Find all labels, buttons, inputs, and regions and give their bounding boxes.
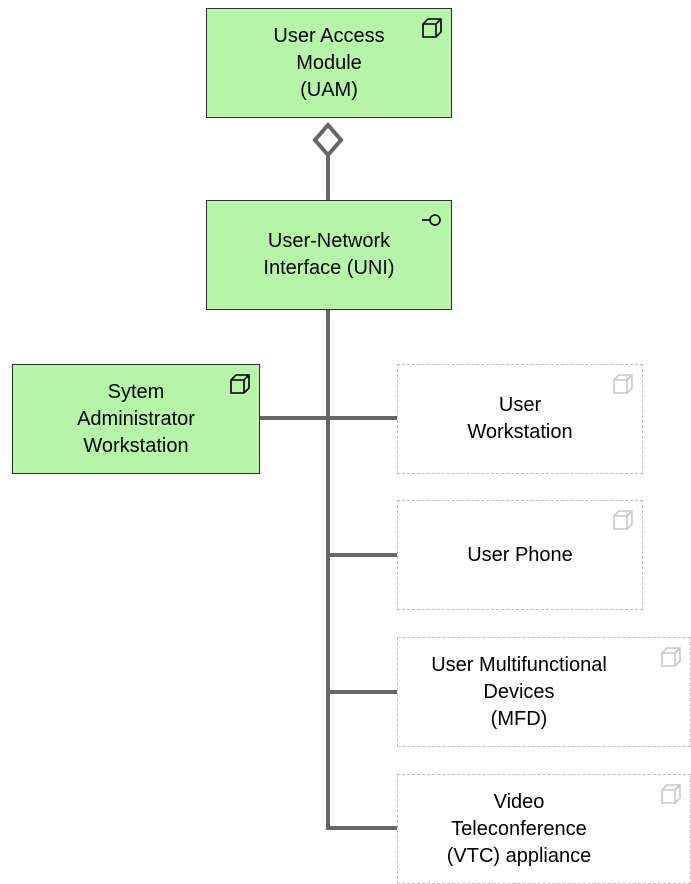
node-label: Video Teleconference (VTC) appliance <box>446 790 592 867</box>
node-uni[interactable]: User-Network Interface (UNI) <box>206 200 452 310</box>
node-label: User Access Module (UAM) <box>273 24 385 101</box>
node-uam[interactable]: User Access Module (UAM) <box>206 8 452 118</box>
node-label: User Phone <box>467 543 573 566</box>
node-user-workstation[interactable]: User Workstation <box>397 364 643 474</box>
node-label: User Workstation <box>467 394 573 443</box>
node-user-mfd[interactable]: User Multifunctional Devices (MFD) <box>397 637 691 747</box>
node-vtc[interactable]: Video Teleconference (VTC) appliance <box>397 774 691 884</box>
application-component-icon <box>421 17 443 39</box>
application-component-icon <box>660 783 682 805</box>
node-user-phone[interactable]: User Phone <box>397 500 643 610</box>
application-component-icon <box>612 509 634 531</box>
node-label: User-Network Interface (UNI) <box>263 230 395 279</box>
application-component-icon <box>612 373 634 395</box>
application-component-icon <box>660 646 682 668</box>
node-sysadmin[interactable]: Sytem Administrator Workstation <box>12 364 260 474</box>
node-label: Sytem Administrator Workstation <box>77 380 195 457</box>
node-label: User Multifunctional Devices (MFD) <box>431 653 607 730</box>
connector-lines <box>260 121 397 830</box>
application-interface-icon <box>421 209 443 231</box>
application-component-icon <box>229 373 251 395</box>
aggregation-diamond <box>312 121 344 159</box>
